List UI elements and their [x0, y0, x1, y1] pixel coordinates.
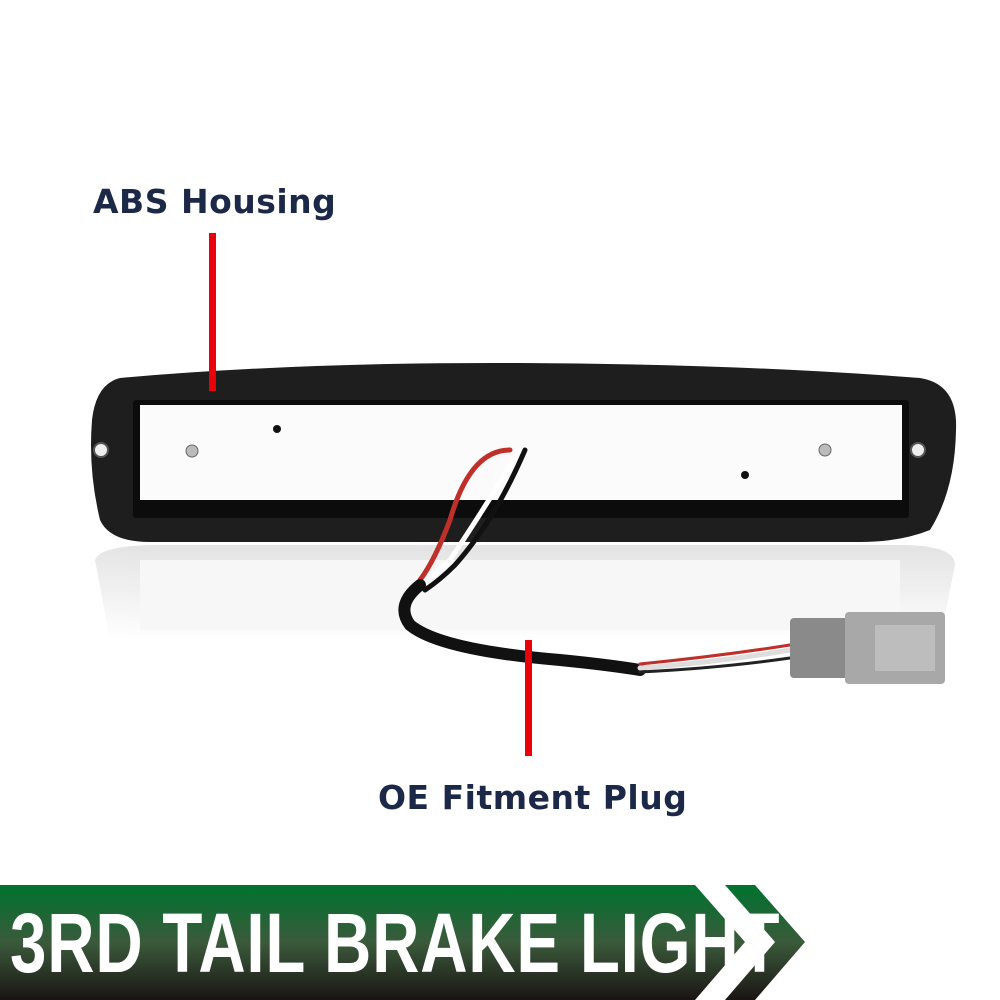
screw-left: [185, 444, 199, 458]
panel-dot: [741, 471, 749, 479]
mount-hole-right: [910, 442, 926, 458]
housing-reflection: [95, 545, 955, 640]
lens-panel: [140, 405, 902, 500]
oe-fitment-plug: [790, 612, 945, 684]
banner-background: [0, 885, 805, 1000]
banner-title: 3RD TAIL BRAKE LIGHT: [10, 896, 781, 990]
mount-hole-left: [93, 442, 109, 458]
abs-housing-label: ABS Housing: [93, 182, 337, 221]
screw-right: [818, 443, 832, 457]
wire-harness: [398, 447, 793, 676]
chevron-right-icon: [695, 885, 775, 1000]
plug-callout-line: [525, 640, 532, 756]
housing-callout-line: [209, 233, 216, 391]
panel-dot: [273, 425, 281, 433]
oe-fitment-plug-label: OE Fitment Plug: [378, 778, 688, 817]
